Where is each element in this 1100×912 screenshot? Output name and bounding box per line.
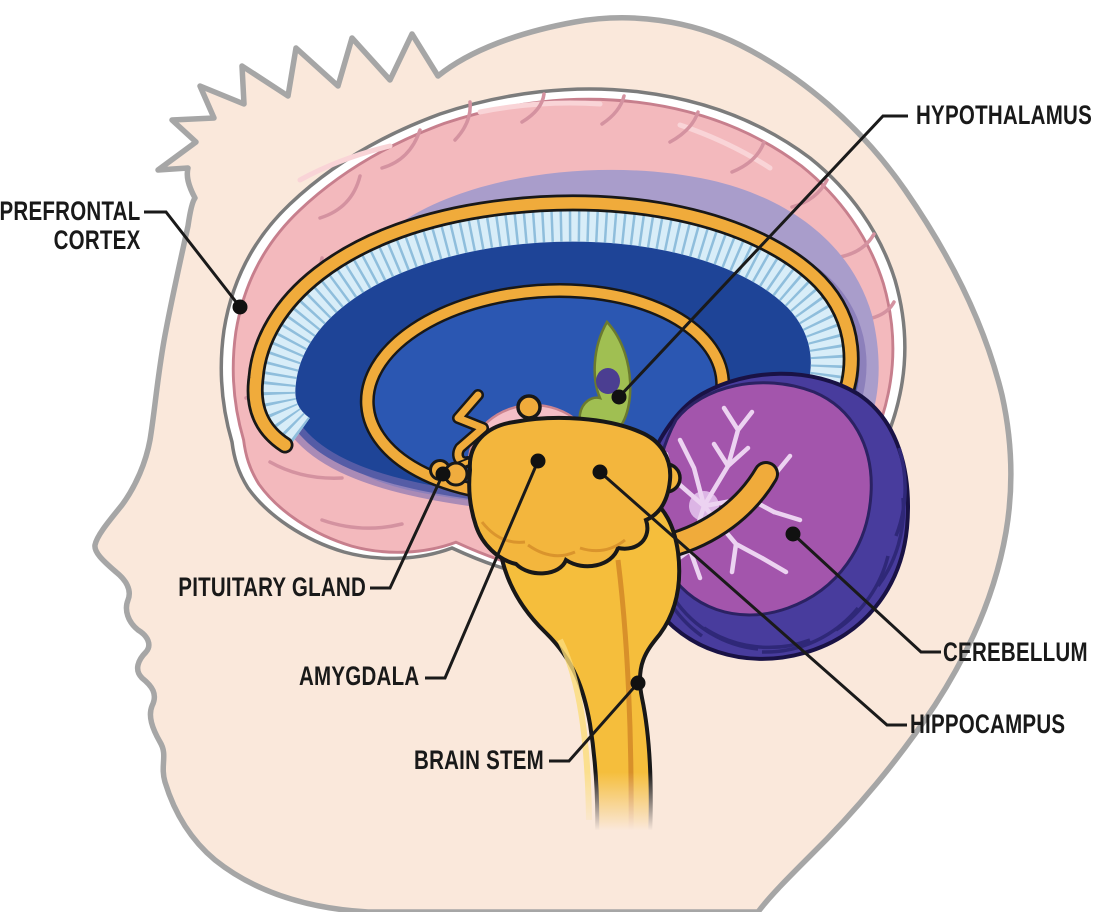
marker-dot-cerebellum bbox=[785, 526, 801, 542]
label-hypothalamus: HYPOTHALAMUS bbox=[916, 100, 1093, 130]
label-line: PREFRONTAL bbox=[0, 196, 140, 226]
label-cerebellum: CEREBELLUM bbox=[943, 637, 1088, 667]
label-brain-stem: BRAIN STEM bbox=[414, 745, 544, 775]
label-pituitary-gland: PITUITARY GLAND bbox=[178, 572, 366, 602]
cerebellum-ribs bbox=[651, 447, 907, 654]
marker-dot-amygdala bbox=[530, 453, 546, 469]
marker-dot-hypothalamus bbox=[611, 389, 627, 405]
leader-lines bbox=[144, 114, 941, 763]
marker-dot-hippocampus bbox=[592, 464, 608, 480]
leader-hypothalamus bbox=[611, 114, 908, 405]
label-amygdala: AMYGDALA bbox=[298, 661, 419, 691]
label-line: CORTEX bbox=[53, 225, 140, 255]
septum-and-pituitary bbox=[429, 389, 542, 487]
label-prefrontal-cortex: PREFRONTAL CORTEX bbox=[0, 197, 140, 255]
marker-dot-pituitary-gland bbox=[435, 466, 451, 482]
leader-pituitary-gland bbox=[370, 466, 451, 590]
leader-amygdala bbox=[425, 453, 546, 680]
cerebellum-shape bbox=[632, 371, 910, 661]
leader-brain-stem bbox=[549, 675, 646, 763]
label-hippocampus: HIPPOCAMPUS bbox=[910, 709, 1066, 739]
leader-prefrontal-cortex bbox=[144, 210, 248, 315]
marker-dot-prefrontal-cortex bbox=[232, 299, 248, 315]
leader-cerebellum bbox=[785, 526, 941, 654]
leader-hippocampus bbox=[592, 464, 907, 727]
marker-dot-brain-stem bbox=[630, 675, 646, 691]
pons-shape bbox=[467, 415, 673, 576]
fornix-ribbon bbox=[655, 461, 779, 559]
stem-fade bbox=[548, 772, 673, 850]
